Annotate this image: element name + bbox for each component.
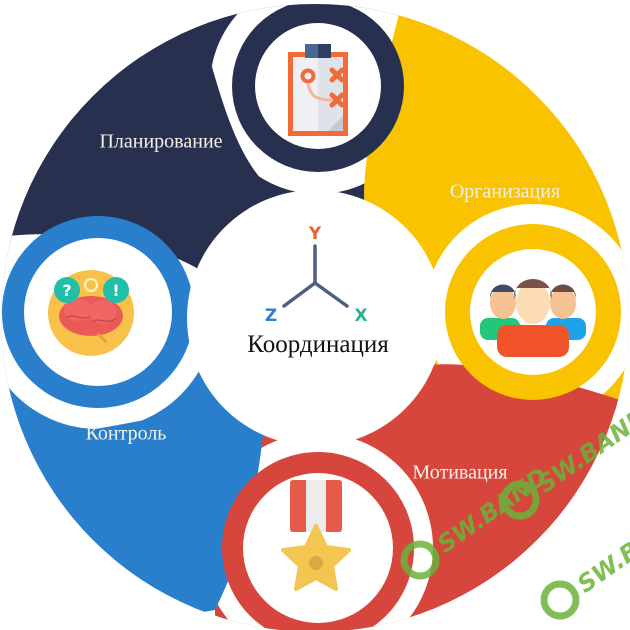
team-people-icon xyxy=(480,279,586,357)
segment-label-control: Контроль xyxy=(85,422,167,445)
svg-text:SW.BAND: SW.BAND xyxy=(572,502,630,598)
svg-text:?: ? xyxy=(62,281,71,300)
brain-idea-icon: ? ! xyxy=(48,270,134,356)
segment-label-organization: Организация xyxy=(449,180,561,203)
axis-x-label: X xyxy=(354,306,367,326)
segment-label-planning: Планирование xyxy=(99,130,223,153)
clipboard-plan-icon xyxy=(288,44,348,136)
center-title: Координация xyxy=(247,331,389,358)
coordinate-axes-icon: Y Z X xyxy=(265,224,368,326)
svg-text:!: ! xyxy=(112,281,119,300)
axis-y-label: Y xyxy=(308,224,322,244)
axis-z-label: Z xyxy=(265,306,277,326)
segment-label-motivation: Мотивация xyxy=(412,461,508,484)
medal-star-icon xyxy=(281,480,351,591)
